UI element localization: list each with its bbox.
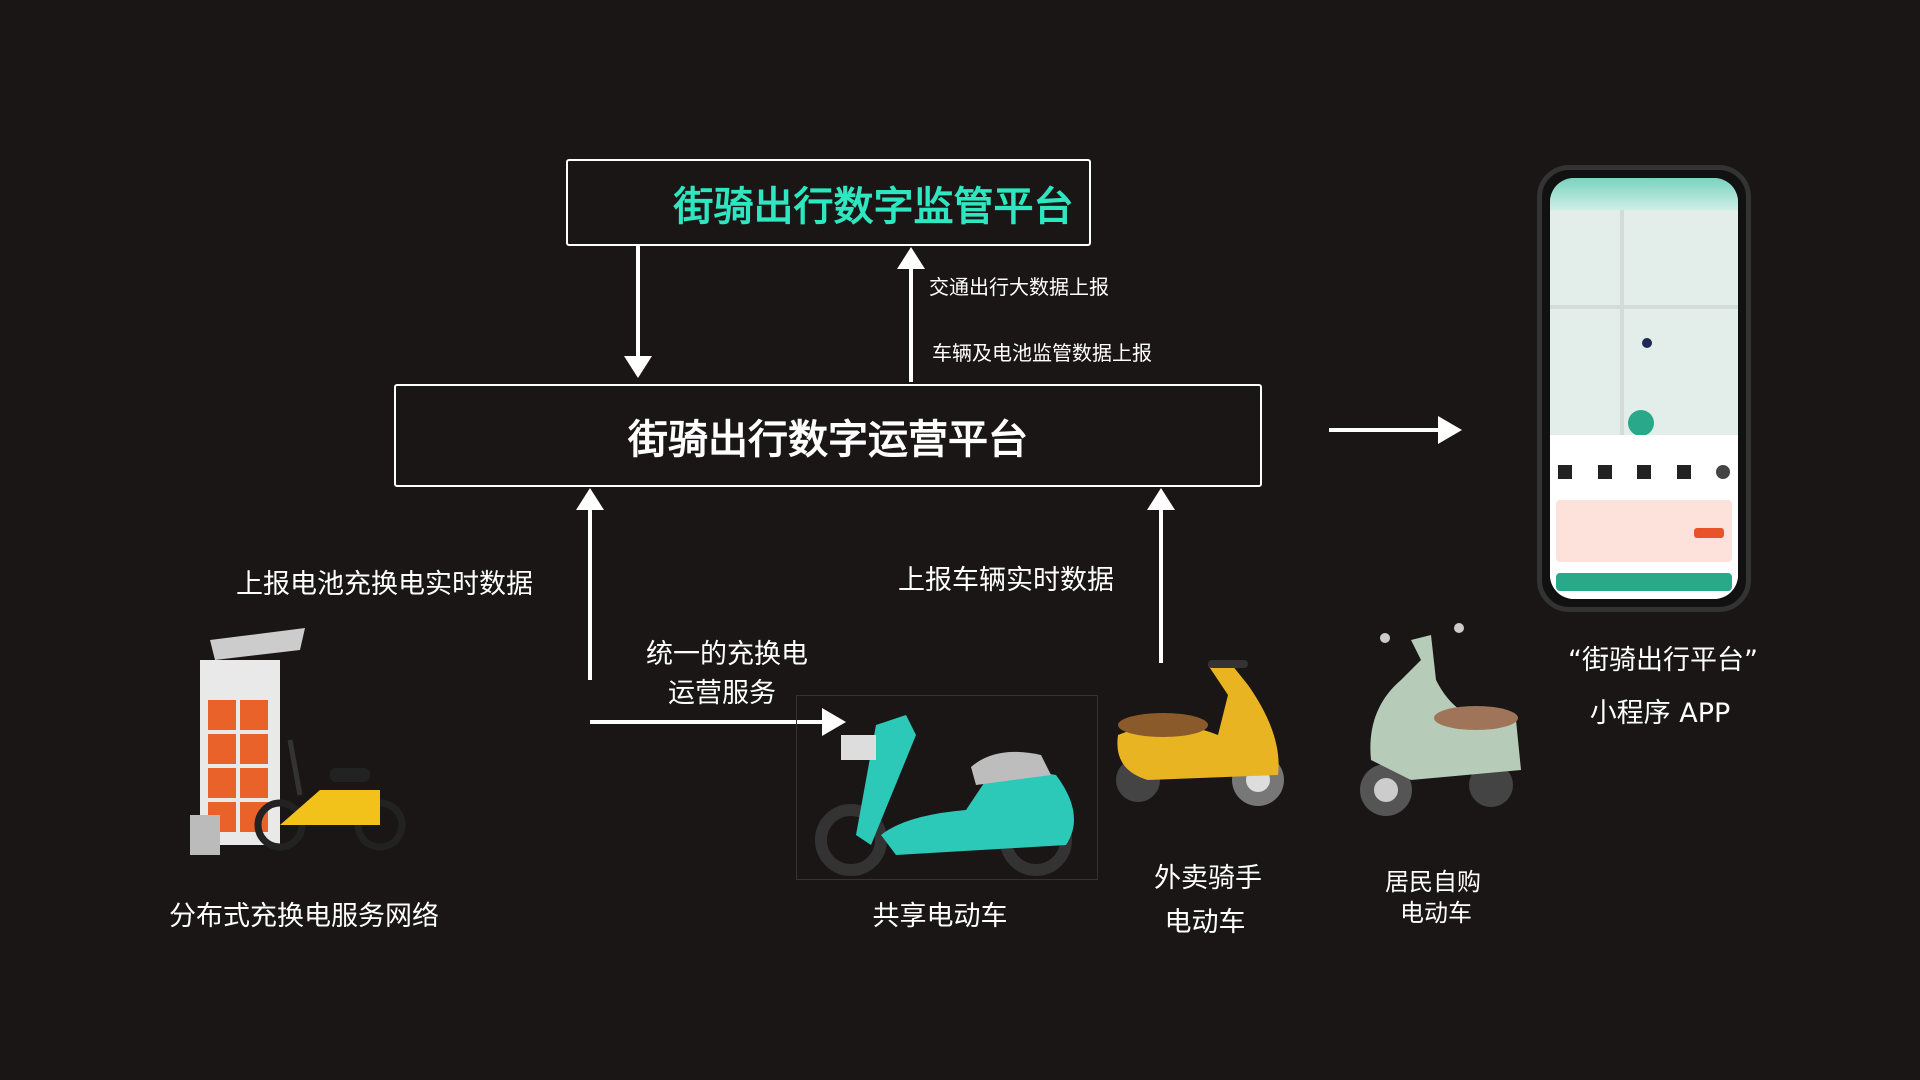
unified-service-line1: 统一的充换电	[646, 639, 808, 670]
charging-network-caption: 分布式充换电服务网络	[169, 901, 439, 932]
up-arrow-head-icon	[897, 247, 925, 269]
quick-menu	[1558, 465, 1730, 483]
shared-ebike-image	[796, 695, 1098, 880]
vehicle-realtime-label: 上报车辆实时数据	[898, 565, 1114, 596]
battery-realtime-label: 上报电池充换电实时数据	[236, 569, 533, 600]
service-arrow-head-icon	[822, 708, 846, 736]
resident-caption-line1: 居民自购	[1385, 868, 1481, 896]
vehicle-battery-report-label: 车辆及电池监管数据上报	[932, 341, 1152, 365]
map-view	[1550, 210, 1738, 436]
supervision-platform-box: 街骑出行数字监管平台	[566, 159, 1091, 246]
operation-platform-title: 街骑出行数字运营平台	[628, 416, 1028, 463]
battery-up-arrow-head-icon	[576, 488, 604, 510]
mini-program-phone-mockup	[1537, 165, 1751, 612]
app-caption-line1: “街骑出行平台”	[1568, 645, 1758, 676]
unified-service-line2: 运营服务	[668, 678, 776, 709]
app-arrow-head-icon	[1438, 416, 1462, 444]
charging-cabinet-image	[190, 628, 406, 855]
down-arrow-line	[636, 246, 640, 358]
app-bottom-panel	[1550, 435, 1738, 599]
scan-button[interactable]	[1628, 410, 1654, 436]
operation-platform-box: 街骑出行数字运营平台	[394, 384, 1262, 487]
resident-scooter-image	[1360, 623, 1521, 816]
coupon-card	[1556, 500, 1732, 562]
supervision-platform-title: 街骑出行数字监管平台	[673, 183, 1074, 230]
traffic-report-label: 交通出行大数据上报	[929, 275, 1109, 299]
delivery-scooter-image	[1116, 660, 1284, 806]
resident-caption-line2: 电动车	[1400, 899, 1472, 927]
app-arrow-line	[1329, 428, 1441, 432]
up-arrow-line	[909, 268, 913, 382]
delivery-caption-line1: 外卖骑手	[1154, 863, 1262, 894]
vehicle-up-arrow-line	[1159, 508, 1163, 663]
delivery-caption-line2: 电动车	[1164, 907, 1246, 938]
location-pin-icon	[1642, 338, 1652, 348]
app-caption-line2: 小程序 APP	[1589, 698, 1731, 729]
service-arrow-line	[590, 720, 826, 724]
app-header	[1550, 178, 1738, 210]
app-screen	[1550, 178, 1738, 599]
vehicle-up-arrow-head-icon	[1147, 488, 1175, 510]
ride-button[interactable]	[1556, 573, 1732, 591]
down-arrow-head-icon	[624, 356, 652, 378]
battery-up-arrow-line	[588, 508, 592, 680]
shared-ebike-caption: 共享电动车	[872, 901, 1008, 932]
